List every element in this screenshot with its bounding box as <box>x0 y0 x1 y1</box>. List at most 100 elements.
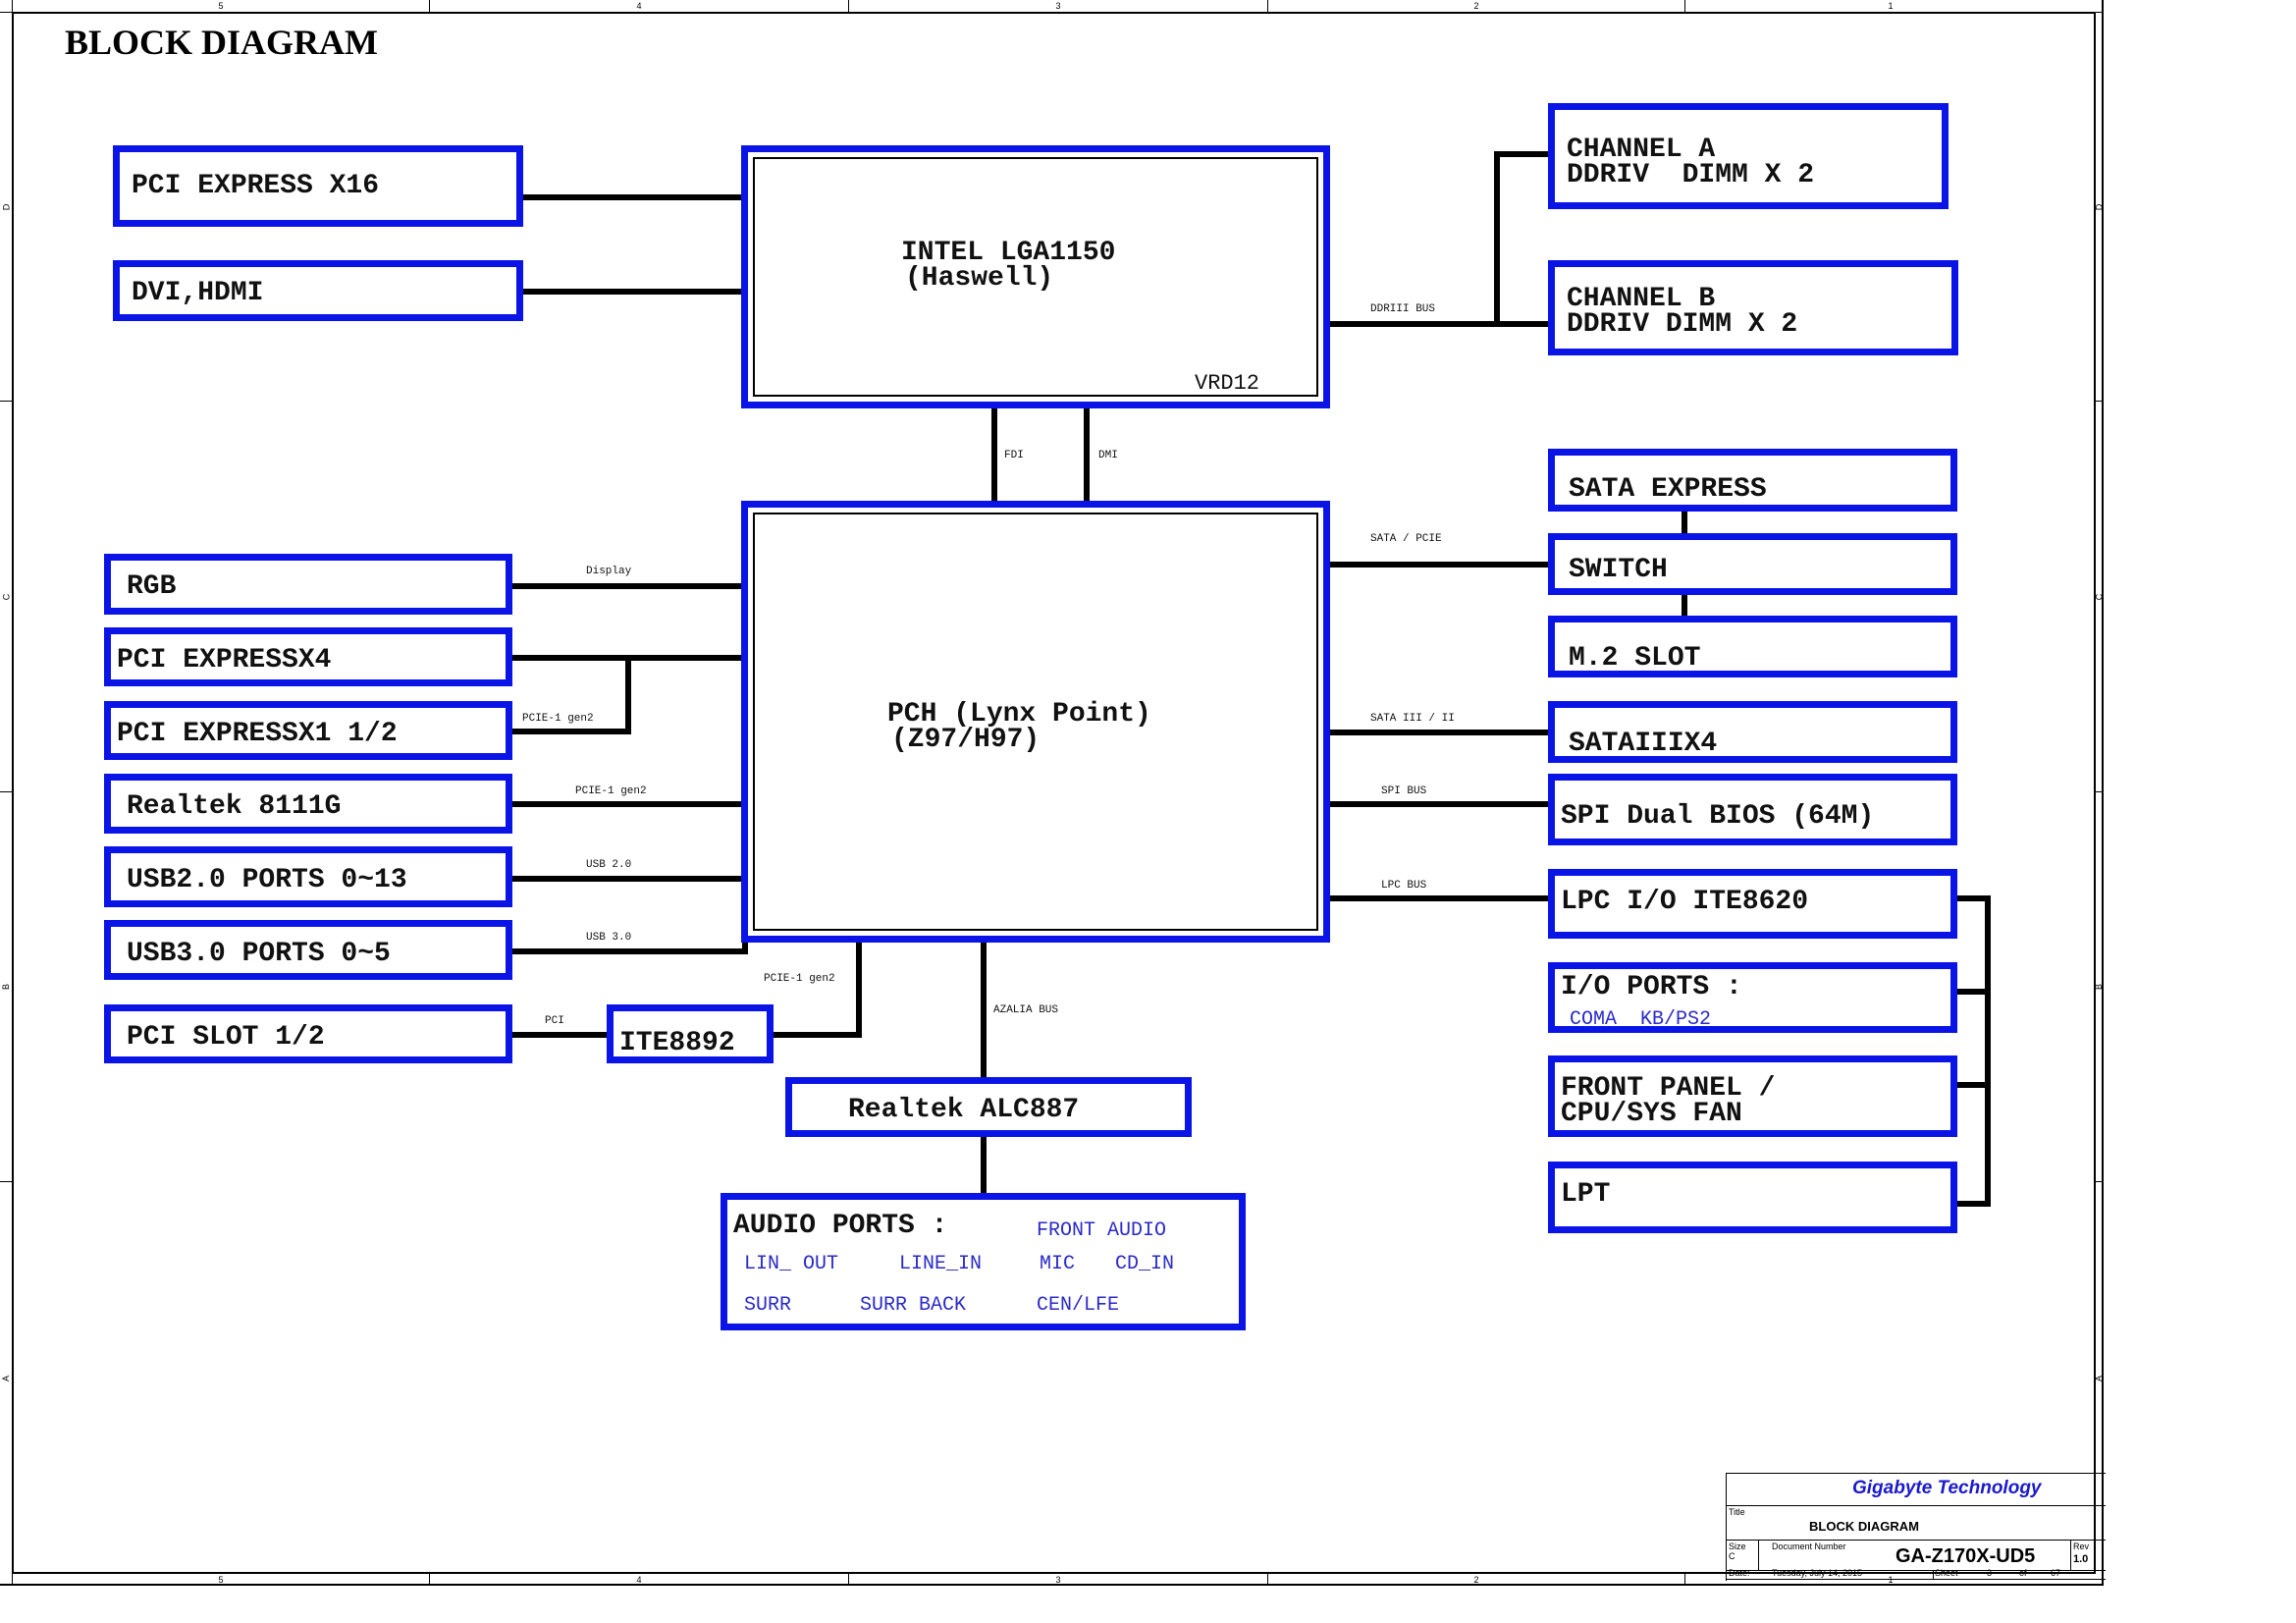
usb3-label: USB3.0 PORTS 0~5 <box>127 939 391 969</box>
display-bus-label: Display <box>586 566 632 577</box>
usb2-box: USB2.0 PORTS 0~13 <box>104 846 512 907</box>
m2-slot-box: M.2 SLOT <box>1548 616 1957 677</box>
dvi-hdmi-box: DVI,HDMI <box>113 260 523 321</box>
channel-b-line1: CHANNEL B <box>1567 284 1716 314</box>
lpc-io-box: LPC I/O ITE8620 <box>1548 869 1957 939</box>
cpu-name: INTEL LGA1150 <box>901 238 1116 268</box>
docnum-value: GA-Z170X-UD5 <box>1896 1545 2036 1567</box>
ruler-row-b: B <box>0 791 12 1181</box>
ruler-col-3: 3 <box>848 0 1267 12</box>
pcie-x4-box: PCI EXPRESSX4 <box>104 627 512 686</box>
cpu-codename: (Haswell) <box>905 263 1054 294</box>
m2-slot-label: M.2 SLOT <box>1569 643 1701 674</box>
front-panel-box: FRONT PANEL / CPU/SYS FAN <box>1548 1055 1957 1137</box>
sata-express-box: SATA EXPRESS <box>1548 449 1957 512</box>
pch-name: PCH (Lynx Point) <box>887 699 1151 730</box>
pcie-x1-label: PCI EXPRESSX1 1/2 <box>117 719 398 749</box>
title-block: Gigabyte Technology Title BLOCK DIAGRAM … <box>1726 1473 2106 1581</box>
title-block-doc-row: Size C Document Number GA-Z170X-UD5 Rev … <box>1727 1540 2106 1571</box>
pcie-x1-box: PCI EXPRESSX1 1/2 <box>104 701 512 760</box>
channel-a-line2: DDRIV DIMM X 2 <box>1567 160 1815 190</box>
sata-pcie-bus-label: SATA / PCIE <box>1370 533 1442 545</box>
ruler-row-a: A <box>0 1181 12 1574</box>
title-caption: Title <box>1729 1507 1745 1517</box>
pch-model: (Z97/H97) <box>891 725 1041 755</box>
ruler-col-3-bottom: 3 <box>848 1574 1267 1586</box>
ite8892-label: ITE8892 <box>619 1028 735 1058</box>
cpu-chip-inner-outline <box>753 157 1318 397</box>
audio-ports-title: AUDIO PORTS : <box>733 1211 948 1241</box>
sata3-bus-label: SATA III / II <box>1370 713 1455 725</box>
size-divider <box>1758 1540 1759 1570</box>
sata3-box: SATAIIIX4 <box>1548 701 1957 763</box>
audio-port-surr-back: SURR BACK <box>860 1294 967 1317</box>
fdi-label: FDI <box>1004 450 1024 461</box>
pcie-x1-bus-label: PCIE-1 gen2 <box>522 713 594 725</box>
switch-box: SWITCH <box>1548 533 1957 595</box>
realtek-lan-box: Realtek 8111G <box>104 774 512 834</box>
rgb-label: RGB <box>127 571 177 602</box>
ruler-row-d-right: D <box>2094 12 2104 401</box>
ruler-col-1-bottom: 1 <box>1684 1574 2096 1586</box>
date-caption: Date: <box>1729 1568 1750 1578</box>
audio-port-surr: SURR <box>744 1294 792 1317</box>
sheet-divider <box>1933 1570 1934 1579</box>
rev-value: 1.0 <box>2073 1553 2089 1565</box>
cpu-vr-label: VRD12 <box>1195 371 1260 396</box>
title-value: BLOCK DIAGRAM <box>1809 1519 1919 1534</box>
channel-a-box: CHANNEL A DDRIV DIMM X 2 <box>1548 103 1949 209</box>
spi-bios-label: SPI Dual BIOS (64M) <box>1561 801 1875 832</box>
ruler-col-5: 5 <box>12 0 429 12</box>
ruler-col-4: 4 <box>429 0 848 12</box>
sata-express-label: SATA EXPRESS <box>1569 474 1767 505</box>
ruler-col-1: 1 <box>1684 0 2096 12</box>
spi-bios-box: SPI Dual BIOS (64M) <box>1548 774 1957 845</box>
alc887-box: Realtek ALC887 <box>785 1077 1192 1137</box>
sheet-frame-outer <box>0 0 2104 1586</box>
audio-port-line-in: LINE_IN <box>899 1253 983 1275</box>
dvi-hdmi-label: DVI,HDMI <box>132 278 264 308</box>
audio-ports-box: AUDIO PORTS : FRONT AUDIO LIN_ OUT LINE_… <box>721 1193 1246 1330</box>
channel-a-line1: CHANNEL A <box>1567 135 1716 165</box>
audio-port-line-out: LIN_ OUT <box>744 1253 839 1275</box>
usb2-bus-label: USB 2.0 <box>586 859 632 871</box>
ddr-bus-label: DDRIII BUS <box>1370 303 1436 315</box>
ite8892-bus-label: PCIE-1 gen2 <box>764 973 835 985</box>
usb2-label: USB2.0 PORTS 0~13 <box>127 865 407 895</box>
ruler-row-a-right: A <box>2094 1181 2104 1574</box>
lpc-bus-label: LPC BUS <box>1381 880 1427 892</box>
pcie-x16-label: PCI EXPRESS X16 <box>132 171 380 201</box>
realtek-lan-label: Realtek 8111G <box>127 791 342 822</box>
docnum-caption: Document Number <box>1772 1542 1846 1551</box>
ruler-row-c-right: C <box>2094 401 2104 791</box>
dmi-label: DMI <box>1098 450 1118 461</box>
title-block-company-row: Gigabyte Technology <box>1727 1474 2106 1506</box>
pcie-x4-label: PCI EXPRESSX4 <box>117 645 332 676</box>
pch-chip: PCH (Lynx Point) (Z97/H97) <box>741 501 1330 943</box>
switch-label: SWITCH <box>1569 555 1668 585</box>
io-ports-label: I/O PORTS : <box>1561 972 1742 1002</box>
pci-slot-label: PCI SLOT 1/2 <box>127 1022 325 1053</box>
cpu-chip: INTEL LGA1150 (Haswell) VRD12 <box>741 145 1330 408</box>
rev-divider <box>2070 1540 2071 1570</box>
usb3-bus-label: USB 3.0 <box>586 932 632 944</box>
pci-slot-box: PCI SLOT 1/2 <box>104 1004 512 1063</box>
front-panel-label: FRONT PANEL / CPU/SYS FAN <box>1561 1073 1776 1129</box>
title-block-title-row: Title BLOCK DIAGRAM <box>1727 1505 2106 1541</box>
ruler-col-5-bottom: 5 <box>12 1574 429 1586</box>
lpt-box: LPT <box>1548 1162 1957 1233</box>
rgb-box: RGB <box>104 554 512 615</box>
company-name: Gigabyte Technology <box>1852 1478 2042 1498</box>
channel-b-line2: DDRIV DIMM X 2 <box>1567 309 1798 340</box>
lpt-label: LPT <box>1561 1179 1611 1210</box>
sheet-caption: Sheet <box>1935 1568 1958 1578</box>
ruler-row-d: D <box>0 12 12 401</box>
pcie-x16-box: PCI EXPRESS X16 <box>113 145 523 227</box>
date-value: Tuesday, July 14, 2015 <box>1772 1568 1863 1578</box>
spi-bus-label: SPI BUS <box>1381 785 1427 797</box>
ruler-col-2-bottom: 2 <box>1267 1574 1684 1586</box>
audio-port-cd-in: CD_IN <box>1115 1253 1175 1275</box>
pch-chip-inner-outline <box>753 513 1318 931</box>
audio-port-front: FRONT AUDIO <box>1037 1219 1167 1242</box>
